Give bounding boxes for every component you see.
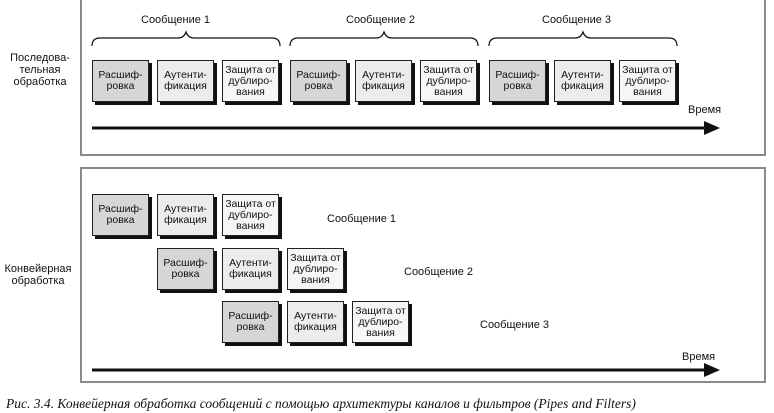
seq-message-2-label: Сообщение 2	[346, 14, 416, 26]
pipe-message-1-label: Сообщение 1	[327, 213, 397, 225]
seq-message-1-brace	[91, 30, 281, 47]
sequential-row-label: Последова- тельная обработка	[10, 52, 70, 88]
figure-caption: Рис. 3.4. Конвейерная обработка сообщени…	[6, 396, 636, 411]
seq-message-3-label: Сообщение 3	[542, 14, 612, 26]
pipe-time-label: Время	[682, 351, 716, 363]
seq-message-1-label: Сообщение 1	[141, 14, 211, 26]
pipe-time-arrow	[92, 363, 720, 377]
seq-m2-decrypt-stage: Расшиф- ровка	[290, 60, 347, 102]
pipe-m2-decrypt-stage: Расшиф- ровка	[157, 248, 214, 290]
seq-time-label: Время	[688, 104, 722, 116]
seq-m3-decrypt-stage: Расшиф- ровка	[489, 60, 546, 102]
seq-m3-dedup-stage: Защита от дублиро- вания	[619, 60, 676, 102]
pipe-m2-dedup-stage: Защита от дублиро- вания	[287, 248, 344, 290]
pipe-m1-dedup-stage: Защита от дублиро- вания	[222, 194, 279, 236]
seq-m1-decrypt-stage: Расшиф- ровка	[92, 60, 149, 102]
pipe-message-2-label: Сообщение 2	[404, 266, 474, 278]
seq-m2-auth-stage: Аутенти- фикация	[355, 60, 412, 102]
pipe-m1-decrypt-stage: Расшиф- ровка	[92, 194, 149, 236]
pipe-m3-dedup-stage: Защита от дублиро- вания	[352, 301, 409, 343]
pipelined-row-label: Конвейерная обработка	[4, 263, 72, 287]
pipe-m3-decrypt-stage: Расшиф- ровка	[222, 301, 279, 343]
seq-time-arrow	[92, 121, 720, 135]
seq-message-3-brace	[488, 30, 678, 47]
pipe-m2-auth-stage: Аутенти- фикация	[222, 248, 279, 290]
seq-m1-auth-stage: Аутенти- фикация	[157, 60, 214, 102]
seq-m2-dedup-stage: Защита от дублиро- вания	[420, 60, 477, 102]
seq-m3-auth-stage: Аутенти- фикация	[554, 60, 611, 102]
pipe-message-3-label: Сообщение 3	[480, 319, 550, 331]
pipe-m3-auth-stage: Аутенти- фикация	[287, 301, 344, 343]
seq-message-2-brace	[289, 30, 479, 47]
seq-m1-dedup-stage: Защита от дублиро- вания	[222, 60, 279, 102]
pipe-m1-auth-stage: Аутенти- фикация	[157, 194, 214, 236]
